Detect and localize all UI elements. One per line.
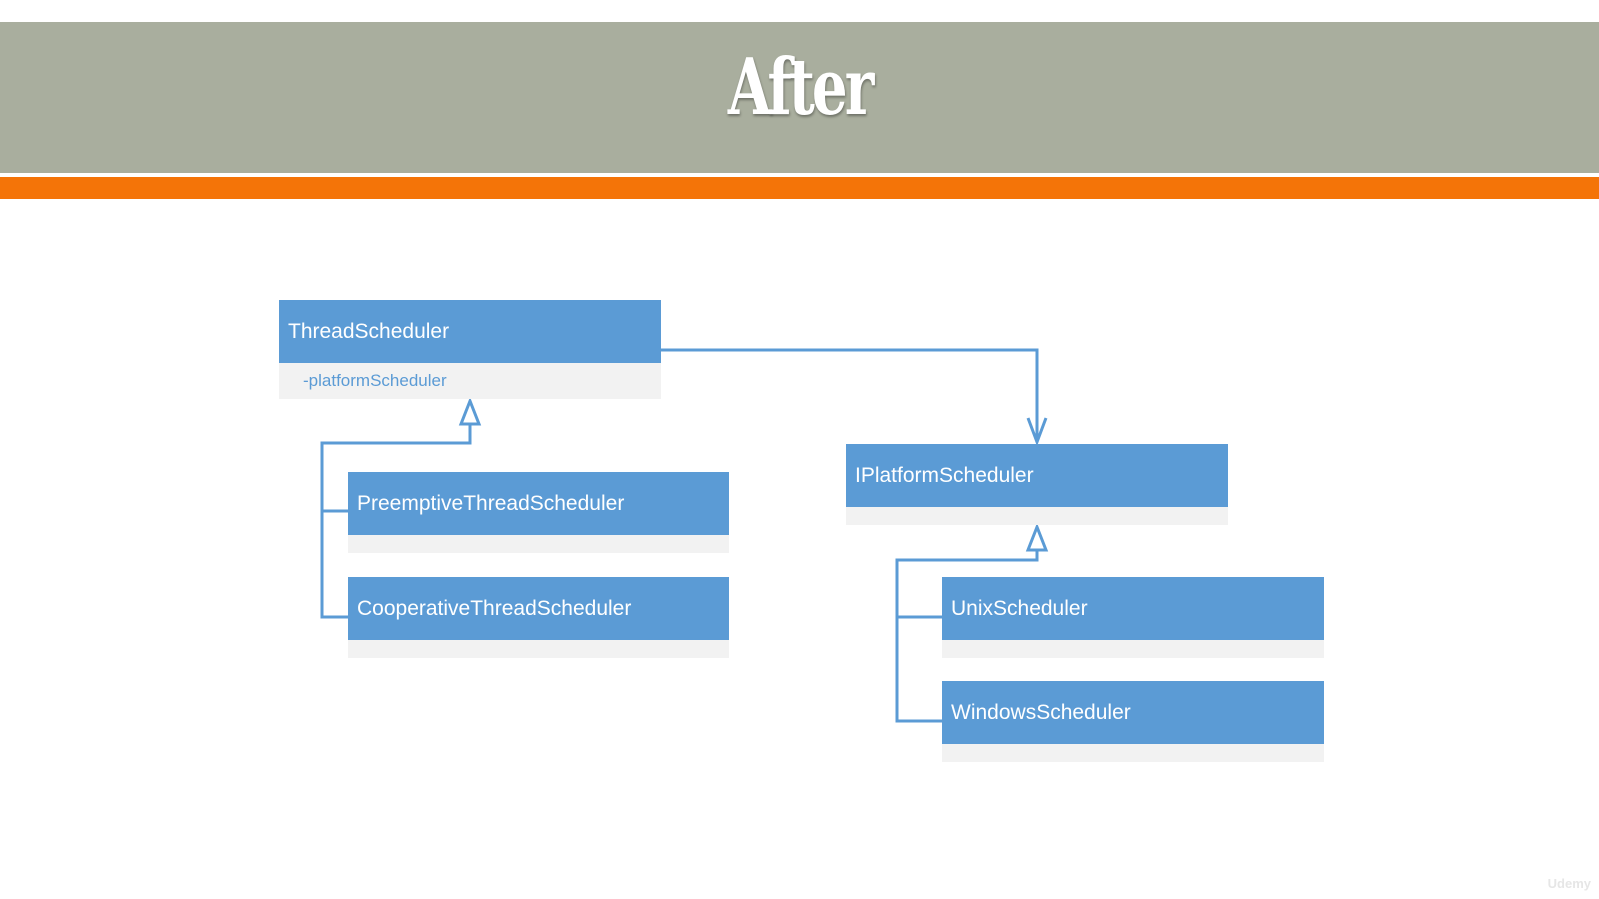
class-attribute: -platformScheduler xyxy=(303,371,447,390)
class-name: IPlatformScheduler xyxy=(846,444,1228,507)
class-thread-scheduler: ThreadScheduler -platformScheduler xyxy=(279,300,661,399)
class-unix-scheduler: UnixScheduler xyxy=(942,577,1324,658)
association-arrowhead xyxy=(1026,417,1048,447)
class-name: PreemptiveThreadScheduler xyxy=(348,472,729,535)
class-preemptive-thread-scheduler: PreemptiveThreadScheduler xyxy=(348,472,729,553)
class-body xyxy=(942,640,1324,658)
accent-line xyxy=(0,177,1599,199)
class-body: -platformScheduler xyxy=(279,363,661,399)
class-name: UnixScheduler xyxy=(942,577,1324,640)
class-iplatform-scheduler: IPlatformScheduler xyxy=(846,444,1228,525)
inheritance-arrowhead-thread-scheduler xyxy=(458,396,482,426)
association-line xyxy=(661,348,1039,442)
class-name: WindowsScheduler xyxy=(942,681,1324,744)
title-band xyxy=(0,22,1599,173)
class-name: CooperativeThreadScheduler xyxy=(348,577,729,640)
inheritance-line-windows xyxy=(895,617,942,723)
class-body xyxy=(348,640,729,658)
class-body xyxy=(846,507,1228,525)
udemy-watermark-logo: Udemy xyxy=(1547,876,1591,891)
class-windows-scheduler: WindowsScheduler xyxy=(942,681,1324,762)
class-body xyxy=(942,744,1324,762)
class-name: ThreadScheduler xyxy=(279,300,661,363)
inheritance-line-cooperative xyxy=(320,511,348,619)
class-cooperative-thread-scheduler: CooperativeThreadScheduler xyxy=(348,577,729,658)
slide-title: After xyxy=(727,42,874,133)
inheritance-arrowhead-iplatform xyxy=(1025,522,1049,552)
class-body xyxy=(348,535,729,553)
